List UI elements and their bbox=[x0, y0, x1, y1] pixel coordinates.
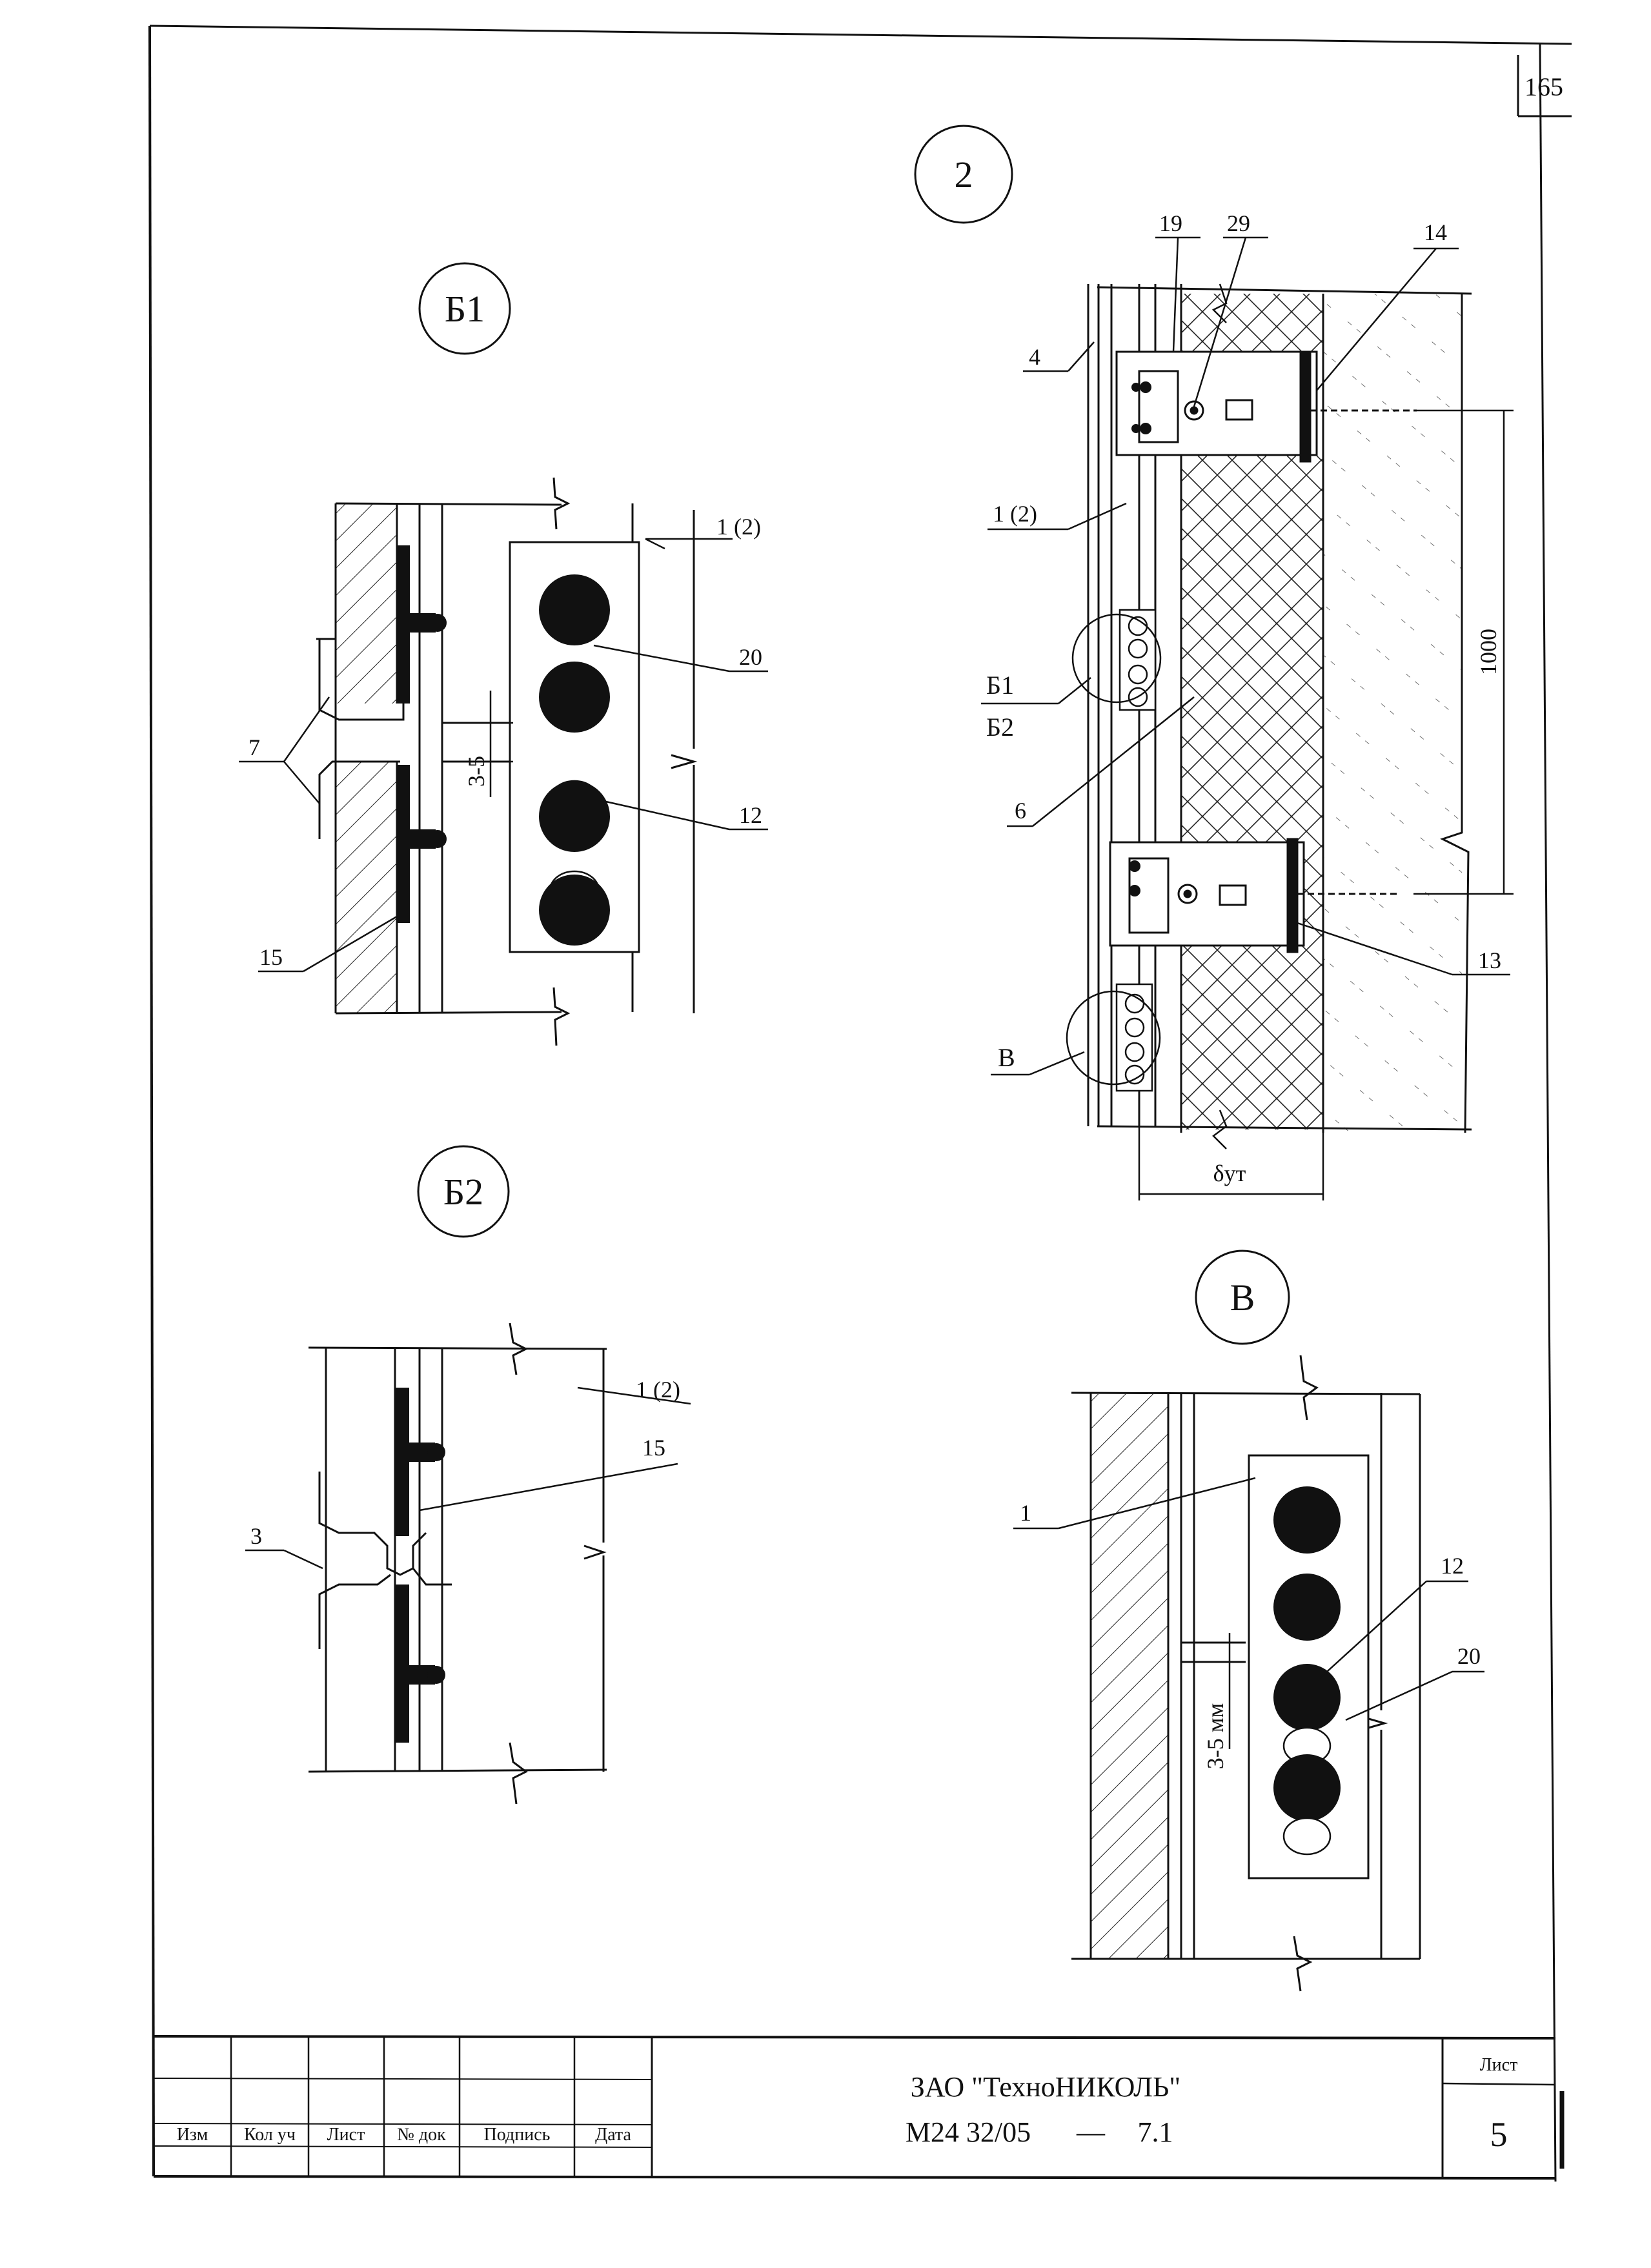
tb-col-kol-uch: Кол уч bbox=[244, 2125, 296, 2145]
main-view: 2 bbox=[914, 125, 1514, 1200]
sheet-number: 165 bbox=[1524, 72, 1563, 101]
tb-col-izm: Изм bbox=[177, 2125, 208, 2145]
b1-label-7: 7 bbox=[248, 734, 260, 760]
label-14: 14 bbox=[1424, 219, 1447, 245]
b1-label-15: 15 bbox=[259, 944, 283, 970]
b1-label-1-2: 1 (2) bbox=[716, 514, 761, 540]
detail-b1-title-circle bbox=[418, 262, 511, 355]
b1-gasket-lower bbox=[397, 765, 410, 923]
b1-wall-upper bbox=[336, 503, 397, 704]
tb-sheet-label: Лист bbox=[1480, 2055, 1518, 2075]
v-label-1: 1 bbox=[1020, 1500, 1031, 1526]
label-29: 29 bbox=[1227, 210, 1250, 236]
v-rivets bbox=[1273, 1486, 1341, 1856]
b1-rivets bbox=[539, 574, 610, 946]
rivet-strip-b1 bbox=[1119, 609, 1157, 711]
v-wall bbox=[1091, 1394, 1168, 1959]
detail-b1: Б1 bbox=[239, 262, 768, 1046]
concrete-wall bbox=[1323, 294, 1462, 1133]
b2-label-1-2: 1 (2) bbox=[636, 1377, 680, 1402]
label-v: В bbox=[998, 1043, 1015, 1072]
bracket-top-bolts bbox=[1131, 381, 1151, 434]
b2-omega-profile bbox=[318, 1472, 452, 1649]
b2-profile-rivets bbox=[409, 1443, 445, 1685]
bracket-top bbox=[1115, 350, 1417, 463]
dimension-delta bbox=[1138, 1126, 1324, 1200]
v-label-20: 20 bbox=[1457, 1643, 1481, 1669]
detail-b2-title: Б2 bbox=[443, 1171, 483, 1213]
callout-circle-b1 bbox=[1071, 613, 1162, 704]
label-4: 4 bbox=[1029, 344, 1040, 370]
detail-v-title: В bbox=[1230, 1277, 1255, 1319]
b1-gasket-upper bbox=[397, 545, 410, 704]
tb-dash: — bbox=[1076, 2116, 1106, 2148]
tb-col-signature: Подпись bbox=[484, 2125, 551, 2145]
label-b1: Б1 bbox=[986, 671, 1014, 700]
b1-gap-dimension: 3-5 bbox=[463, 756, 489, 787]
insulation-top bbox=[1181, 294, 1323, 358]
main-view-title-circle bbox=[914, 125, 1013, 224]
title-block-columns: Изм Кол уч Лист № док Подпись Дата bbox=[177, 2125, 632, 2145]
b1-z-profile bbox=[316, 638, 405, 839]
b2-gasket-lower bbox=[395, 1585, 409, 1743]
label-13: 13 bbox=[1478, 947, 1501, 973]
sheet-frame bbox=[148, 25, 1572, 2182]
label-6: 6 bbox=[1015, 798, 1026, 824]
label-b2: Б2 bbox=[986, 713, 1014, 742]
dimension-delta-label: δут bbox=[1213, 1160, 1246, 1186]
b1-profile-rivets bbox=[410, 613, 447, 849]
bracket-bottom bbox=[1109, 838, 1401, 953]
v-label-12: 12 bbox=[1441, 1553, 1464, 1579]
tb-company: ЗАО "ТехноНИКОЛЬ" bbox=[911, 2071, 1181, 2103]
b1-label-12: 12 bbox=[739, 802, 762, 828]
b1-wall-lower bbox=[336, 762, 397, 1013]
b2-label-15: 15 bbox=[642, 1435, 665, 1461]
insulation-layer bbox=[1181, 452, 1323, 1129]
detail-b1-title: Б1 bbox=[445, 288, 485, 330]
main-view-title: 2 bbox=[955, 154, 973, 196]
b1-label-20: 20 bbox=[739, 644, 762, 670]
detail-b2-title-circle bbox=[417, 1145, 510, 1238]
dimension-1000-label: 1000 bbox=[1475, 629, 1501, 675]
label-1-2: 1 (2) bbox=[993, 501, 1037, 527]
tb-doc-code: М24 32/05 bbox=[906, 2116, 1031, 2148]
bracket-bottom-bolts bbox=[1129, 860, 1140, 896]
v-gap-dimension: 3-5 мм bbox=[1202, 1703, 1228, 1770]
tb-col-doc: № док bbox=[397, 2125, 446, 2145]
detail-b2: Б2 1 (2) 15 3 bbox=[245, 1145, 691, 1805]
tb-doc-num: 7.1 bbox=[1138, 2116, 1173, 2148]
dimension-1000 bbox=[1413, 409, 1514, 895]
label-19: 19 bbox=[1159, 210, 1182, 236]
detail-v-title-circle bbox=[1195, 1250, 1290, 1345]
tb-col-list: Лист bbox=[327, 2125, 365, 2145]
tb-sheet-value: 5 bbox=[1490, 2115, 1508, 2154]
b2-gasket-upper bbox=[395, 1388, 409, 1536]
title-block bbox=[153, 2035, 1565, 2180]
b2-label-3: 3 bbox=[250, 1523, 262, 1549]
callout-circle-v bbox=[1066, 990, 1161, 1086]
tb-col-date: Дата bbox=[595, 2125, 631, 2145]
rivet-strip-v bbox=[1115, 983, 1153, 1092]
detail-v: В bbox=[1013, 1250, 1484, 1992]
